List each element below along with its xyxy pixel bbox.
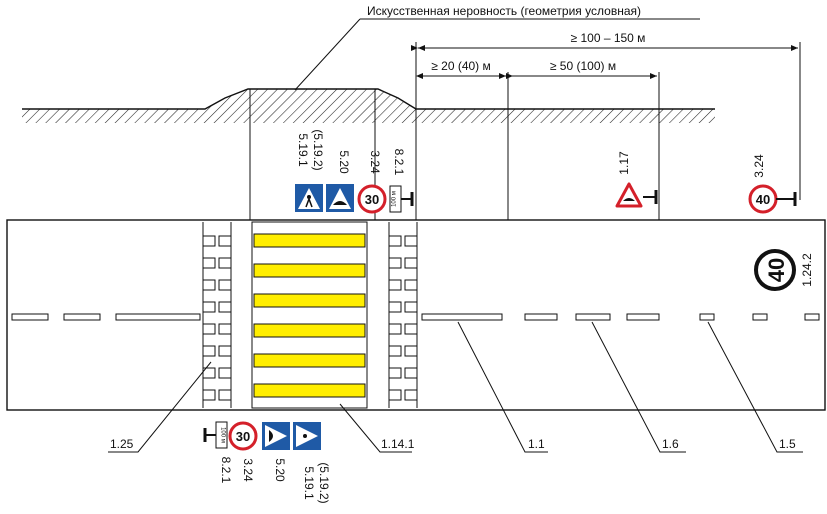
- label-5-19-2-bottom: (5.19.2): [317, 462, 331, 503]
- sign-5-20-bottom: [262, 422, 290, 450]
- label-3-24-b: 3.24: [752, 154, 766, 178]
- sign-5-20-top: [326, 184, 354, 212]
- plate-8-2-1-bottom: 100 м: [215, 421, 228, 449]
- dimensions: ≥ 100 – 150 м ≥ 20 (40) м ≥ 50 (100) м: [411, 31, 801, 320]
- speed-30-bottom: 30: [236, 429, 250, 444]
- centre-line-1-5: [11, 313, 820, 321]
- plate-text-top: 100 м: [392, 191, 398, 207]
- plate-8-2-1-top: 100 м: [389, 185, 402, 213]
- label-5-19-1-bottom: 5.19.1: [302, 466, 316, 500]
- callout-1-5-leader: [707, 321, 803, 453]
- callout-1-1: 1.1: [528, 437, 545, 451]
- road-plan: 40 1.24.2: [6, 219, 826, 411]
- sign-1-17: 1.17: [615, 151, 658, 208]
- marking-1-24-2: 40 1.24.2: [754, 249, 814, 291]
- profile-view: Искусственная неровность (геометрия усло…: [22, 4, 715, 123]
- sign-5-19-1-bottom: [293, 422, 321, 450]
- dim-first-label: ≥ 20 (40) м: [431, 59, 491, 73]
- hump-title: Искусственная неровность (геометрия усло…: [367, 4, 641, 18]
- marking-code-label: 1.24.2: [800, 253, 814, 287]
- callout-1-25-leader: [108, 361, 212, 453]
- label-3-24-bottom: 3.24: [241, 458, 255, 482]
- sign-3-24-top: 30: [357, 184, 387, 214]
- callout-1-6: 1.6: [662, 437, 679, 451]
- bottom-sign-group: 100 м 30 8.2.1 3.24 5.20 5.19.1 (5.19.2): [203, 421, 331, 504]
- label-3-24-top: 3.24: [368, 150, 382, 174]
- ground-hatch: [22, 89, 715, 123]
- arrow-head: [418, 45, 425, 51]
- arrow-head: [506, 73, 513, 79]
- label-5-20-bottom: 5.20: [273, 458, 287, 482]
- label-5-19-1-top: 5.19.1: [296, 133, 310, 167]
- marking-speed-text: 40: [764, 258, 789, 282]
- top-sign-group: 30 100 м 5.19.1 (5.19.2) 5.20 3.24 8.2.1: [295, 129, 414, 214]
- arrow-head: [416, 73, 423, 79]
- sign-3-24-bottom: 30: [228, 421, 258, 451]
- dim-total-label: ≥ 100 – 150 м: [571, 31, 646, 45]
- callout-1-5: 1.5: [779, 437, 796, 451]
- sign-5-19-1-top: [295, 184, 323, 212]
- callout-1-25: 1.25: [110, 437, 134, 451]
- ground-line: [22, 88, 715, 110]
- sign-3-24-40: 40 3.24: [748, 154, 797, 214]
- crossing-area: [251, 221, 368, 409]
- zebra-crossing: [251, 221, 368, 409]
- marking-1-25-right: [388, 222, 418, 408]
- dim-second-label: ≥ 50 (100) м: [550, 59, 616, 73]
- label-5-20-top: 5.20: [337, 150, 351, 174]
- solid-line-1-1: [421, 313, 503, 321]
- plate-text-bottom: 100 м: [220, 427, 226, 443]
- label-1-17: 1.17: [617, 151, 631, 175]
- label-8-2-1-bottom: 8.2.1: [219, 457, 233, 484]
- label-8-2-1-top: 8.2.1: [392, 149, 406, 176]
- callout-1-1-leader: [457, 321, 548, 453]
- callout-1-6-leader: [591, 321, 686, 453]
- callouts: [108, 321, 803, 453]
- hump-leader: [294, 18, 361, 91]
- speed-40-sign: 40: [756, 192, 770, 207]
- marking-1-25-left: [202, 222, 232, 408]
- callout-1-14-1-leader: [339, 403, 412, 453]
- callout-1-14-1: 1.14.1: [381, 437, 415, 451]
- speed-30-top: 30: [365, 192, 379, 207]
- label-5-19-2-top: (5.19.2): [311, 129, 325, 170]
